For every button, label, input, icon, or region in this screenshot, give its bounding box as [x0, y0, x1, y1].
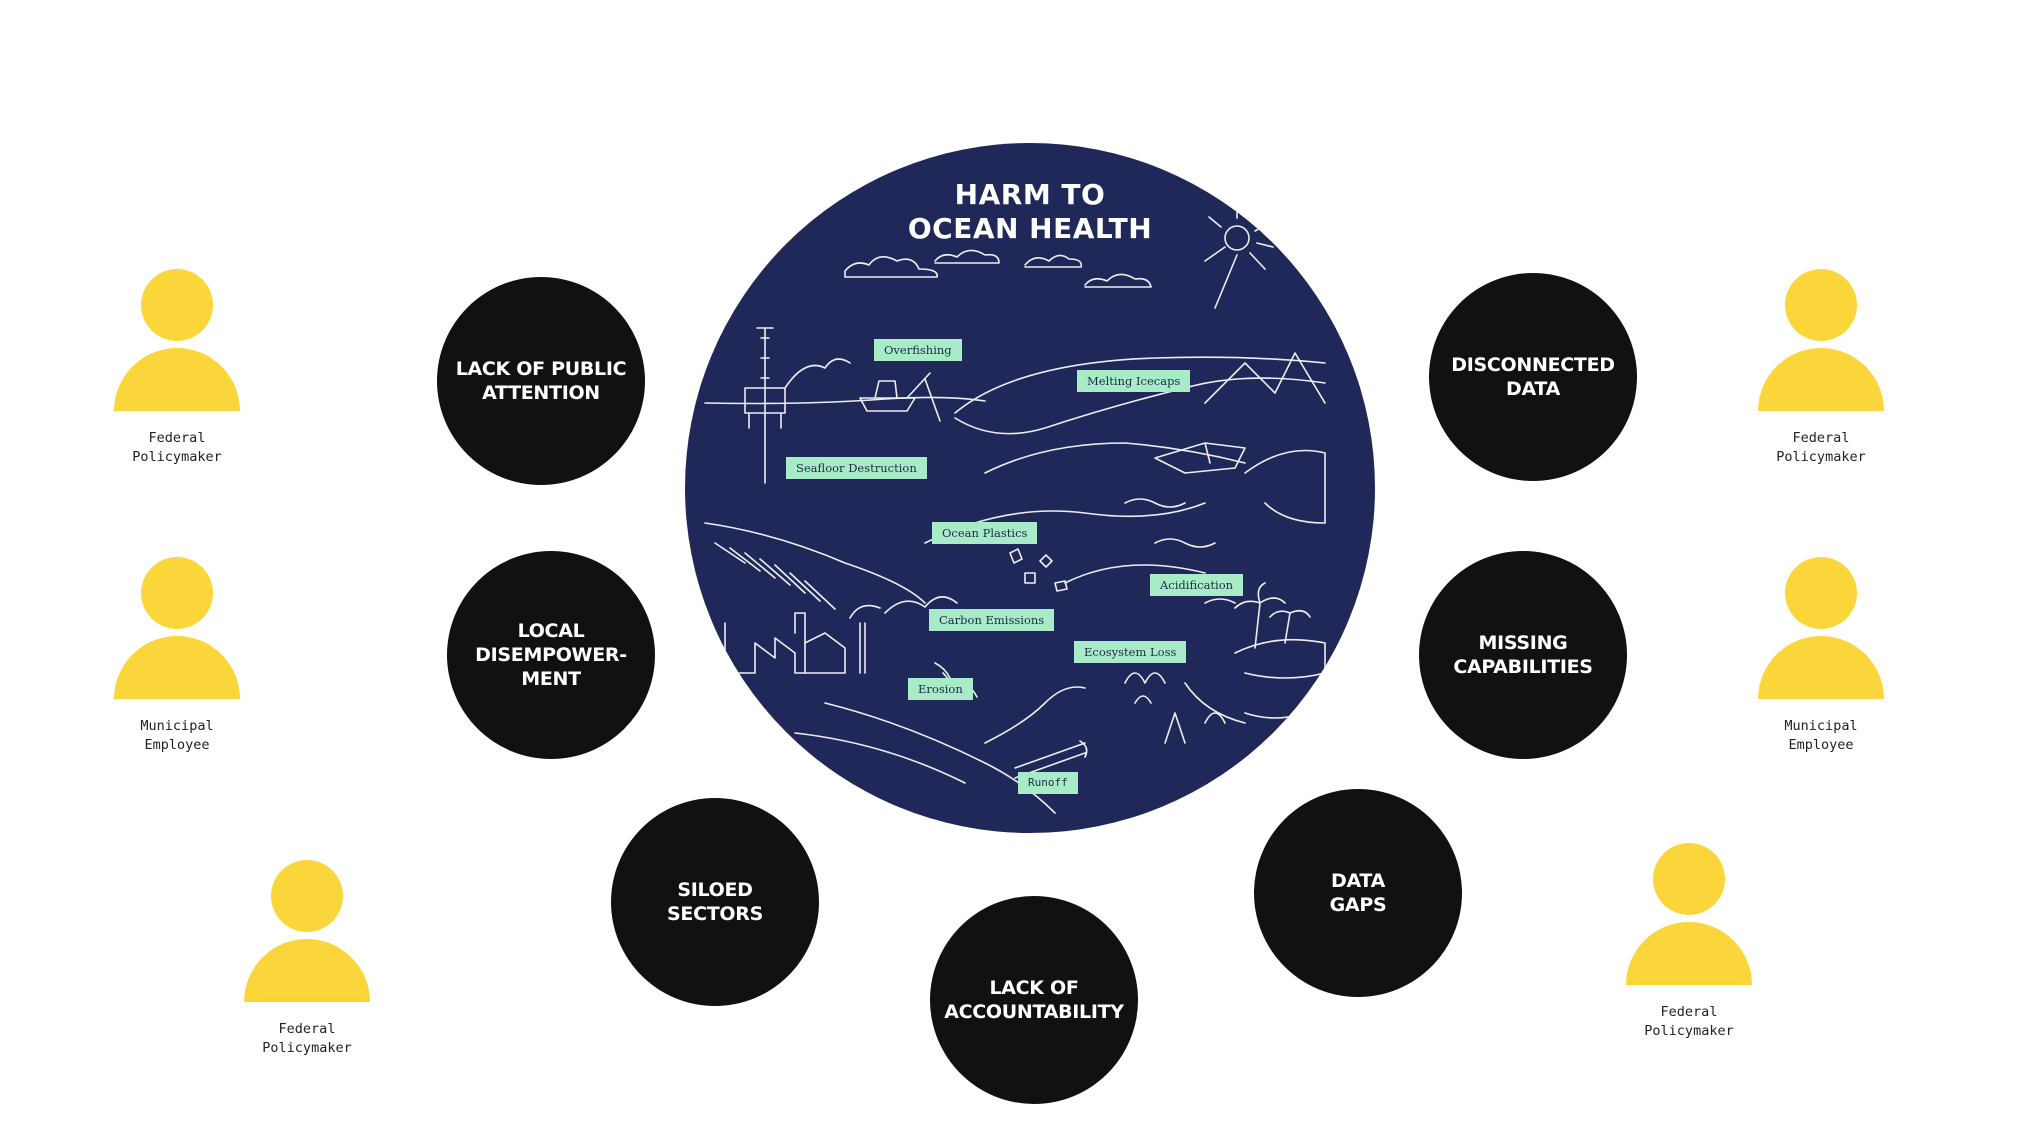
- tag-acidification: Acidification: [1150, 574, 1244, 596]
- person-icon: [244, 860, 370, 1002]
- tag-ocean-plastics: Ocean Plastics: [932, 522, 1038, 544]
- stakeholder-role: Federal Policymaker: [262, 1021, 352, 1056]
- ocean-title-line-1: HARM TO: [954, 178, 1106, 211]
- person-icon: [1758, 269, 1884, 411]
- barrier-label: LACK OF ACCOUNTABILITY: [944, 977, 1124, 1023]
- stakeholder-right-middle: Municipal Employee: [1741, 557, 1901, 755]
- stakeholder-right-top: Federal Policymaker: [1741, 269, 1901, 467]
- stakeholder-role: Federal Policymaker: [1644, 1004, 1734, 1039]
- person-icon: [114, 557, 240, 699]
- barrier-label: SILOED SECTORS: [667, 879, 763, 925]
- barrier-missing-capabilities: MISSING CAPABILITIES: [1419, 551, 1627, 759]
- barrier-data-gaps: DATA GAPS: [1254, 789, 1462, 997]
- person-icon: [1626, 843, 1752, 985]
- stakeholder-left-bottom: Federal Policymaker: [227, 860, 387, 1058]
- ocean-health-title: HARM TO OCEAN HEALTH: [685, 178, 1375, 246]
- barrier-label: LOCAL DISEMPOWER- MENT: [475, 620, 627, 690]
- tag-carbon-emissions: Carbon Emissions: [929, 609, 1055, 631]
- person-icon: [1758, 557, 1884, 699]
- ocean-sketch-illustration: [704, 202, 1326, 814]
- stakeholder-left-middle: Municipal Employee: [97, 557, 257, 755]
- barrier-lack-of-public-attention: LACK OF PUBLIC ATTENTION: [437, 277, 645, 485]
- stakeholder-role: Municipal Employee: [1784, 718, 1858, 753]
- tag-melting-icecaps: Melting Icecaps: [1077, 370, 1191, 392]
- tag-overfishing: Overfishing: [874, 339, 962, 361]
- ocean-health-circle: HARM TO OCEAN HEALTH Overfishing Melting…: [685, 143, 1375, 833]
- person-icon: [114, 269, 240, 411]
- stakeholder-right-bottom: Federal Policymaker: [1609, 843, 1769, 1041]
- tag-erosion: Erosion: [908, 678, 973, 700]
- barrier-label: DISCONNECTED DATA: [1451, 354, 1615, 400]
- tag-seafloor-destruction: Seafloor Destruction: [786, 457, 927, 479]
- ocean-title-line-2: OCEAN HEALTH: [907, 212, 1153, 245]
- barrier-local-disempowerment: LOCAL DISEMPOWER- MENT: [447, 551, 655, 759]
- barrier-siloed-sectors: SILOED SECTORS: [611, 798, 819, 1006]
- barrier-label: DATA GAPS: [1329, 870, 1387, 916]
- barrier-label: LACK OF PUBLIC ATTENTION: [455, 358, 627, 404]
- barrier-label: MISSING CAPABILITIES: [1453, 632, 1593, 678]
- stakeholder-role: Federal Policymaker: [132, 430, 222, 465]
- barrier-lack-of-accountability: LACK OF ACCOUNTABILITY: [930, 896, 1138, 1104]
- stakeholder-role: Federal Policymaker: [1776, 430, 1866, 465]
- stakeholder-role: Municipal Employee: [140, 718, 214, 753]
- stakeholder-left-top: Federal Policymaker: [97, 269, 257, 467]
- barrier-disconnected-data: DISCONNECTED DATA: [1429, 273, 1637, 481]
- tag-runoff: Runoff: [1018, 772, 1078, 794]
- tag-ecosystem-loss: Ecosystem Loss: [1074, 641, 1187, 663]
